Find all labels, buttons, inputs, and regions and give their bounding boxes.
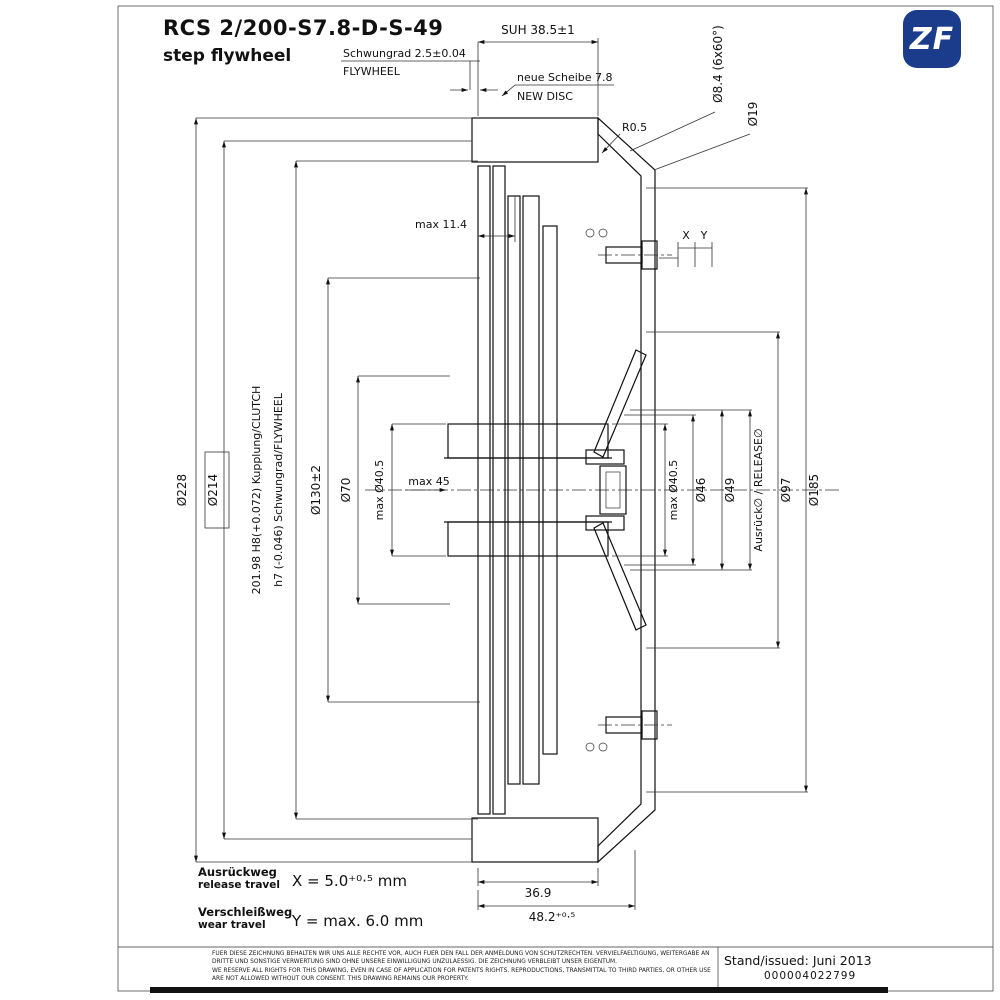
dim-bolt-pattern: Ø8.4 (6x60°) [629, 25, 725, 152]
flywheel-upper-section [471, 117, 599, 163]
rivets [585, 228, 608, 752]
dim-369: 36.9 [477, 868, 599, 900]
dim-label-release: Ausrück∅ / RELEASE∅ [752, 428, 765, 551]
dim-new-disc: neue Scheibe 7.8 NEW DISC [501, 71, 614, 103]
dim-label-new-disc-en: NEW DISC [517, 90, 573, 103]
dim-label-r05: R0.5 [622, 121, 647, 134]
flywheel-lower-section [471, 817, 599, 863]
release-travel-en: release travel [198, 879, 280, 892]
dim-label-max45: max 45 [408, 475, 449, 488]
dim-max114: max 11.4 [415, 196, 516, 242]
dim-label-d19: Ø19 [746, 102, 760, 127]
issued-line: Stand/issued: Juni 2013 [724, 953, 872, 968]
dim-d130: Ø130±2 [309, 277, 480, 703]
dim-label-x: X [682, 229, 690, 242]
dim-label-flywheel-en: FLYWHEEL [343, 65, 401, 78]
wear-travel-value: Y = max. 6.0 mm [292, 912, 424, 930]
diaphragm-spring [593, 349, 647, 631]
dim-label-d70: Ø70 [339, 478, 353, 503]
sheet-frame [117, 5, 994, 993]
dim-d97: Ø97 [646, 331, 793, 649]
issued-label: Stand/issued: [724, 953, 809, 968]
dim-label-d130: Ø130±2 [309, 465, 323, 515]
dim-label-max114: max 11.4 [415, 218, 467, 231]
dim-label-y: Y [700, 229, 708, 242]
dim-label-fit-flywheel: h7 (-0.046) Schwungrad/FLYWHEEL [272, 392, 285, 587]
dim-d228: Ø228 [175, 117, 472, 863]
dim-label-482: 48.2⁺⁰·⁵ [529, 910, 576, 924]
dim-flywheel-step: Schwungrad 2.5±0.04 FLYWHEEL [341, 47, 498, 92]
release-travel-value: X = 5.0⁺⁰·⁵ mm [292, 872, 407, 890]
dim-r05: R0.5 [601, 121, 647, 154]
dim-label-fit-clutch: 201.98 H8(+0.072) Kupplung/CLUTCH [250, 386, 263, 595]
dim-d46: Ø46 [624, 414, 708, 566]
dim-label-d185: Ø185 [807, 474, 821, 506]
dim-release: Ausrück∅ / RELEASE∅ [748, 410, 765, 570]
wear-travel-label: Verschleißweg wear travel [198, 905, 293, 932]
drawing-subtitle: step flywheel [163, 46, 292, 66]
dim-label-bolt-pattern: Ø8.4 (6x60°) [711, 25, 725, 103]
dim-label-flywheel-de: Schwungrad 2.5±0.04 [343, 47, 466, 60]
disc-stack [477, 165, 558, 815]
dim-d185: Ø185 [646, 187, 821, 793]
release-travel-de: Ausrückweg [198, 865, 277, 879]
dim-482: 48.2⁺⁰·⁵ [477, 850, 636, 924]
dim-label-369: 36.9 [525, 886, 552, 900]
zf-logo-text: ZF [909, 21, 955, 57]
document-number: 000004022799 [764, 970, 857, 982]
dim-d405-right: max Ø40.5 [612, 423, 680, 557]
dim-label-d405-left: max Ø40.5 [373, 460, 386, 521]
zf-logo-icon: ZF [903, 10, 961, 68]
legal-notice-de: FUER DIESE ZEICHNUNG BEHALTEN WIR UNS AL… [212, 951, 710, 965]
dim-label-new-disc-de: neue Scheibe 7.8 [517, 71, 613, 84]
dim-d49: Ø49 [630, 409, 752, 571]
cover-bolt-upper [598, 240, 672, 270]
legal-notice-en: WE RESERVE ALL RIGHTS FOR THIS DRAWING, … [212, 968, 711, 983]
dim-xy: X Y [659, 229, 713, 267]
splined-hub [444, 423, 612, 557]
legal-notice: FUER DIESE ZEICHNUNG BEHALTEN WIR UNS AL… [212, 951, 714, 986]
cover-bolt-lower [598, 710, 672, 740]
dim-d19: Ø19 [653, 102, 760, 171]
dim-label-d214: Ø214 [206, 474, 220, 506]
dim-label-d49: Ø49 [723, 478, 737, 503]
dim-label-suh: SUH 38.5±1 [501, 23, 575, 37]
dim-label-d228: Ø228 [175, 474, 189, 506]
dim-label-d46: Ø46 [694, 478, 708, 503]
drawing-title: RCS 2/200-S7.8-D-S-49 [163, 16, 444, 40]
clutch-cross-section [365, 116, 840, 864]
wear-travel-de: Verschleißweg [198, 905, 293, 919]
dim-label-d97: Ø97 [779, 478, 793, 503]
dim-d214: Ø214 [204, 140, 472, 840]
issued-value: Juni 2013 [812, 953, 872, 968]
dim-max45: max 45 [405, 475, 450, 492]
dim-suh: SUH 38.5±1 [477, 23, 599, 116]
dim-d405-left: max Ø40.5 [373, 423, 446, 557]
dim-fit-201: 201.98 H8(+0.072) Kupplung/CLUTCH h7 (-0… [250, 160, 478, 820]
release-travel-label: Ausrückweg release travel [198, 865, 280, 892]
release-bearing [585, 449, 627, 531]
dim-label-d405-right: max Ø40.5 [667, 460, 680, 521]
wear-travel-en: wear travel [198, 919, 266, 932]
clutch-cover-shell [597, 116, 656, 864]
dim-d70: Ø70 [339, 375, 450, 605]
